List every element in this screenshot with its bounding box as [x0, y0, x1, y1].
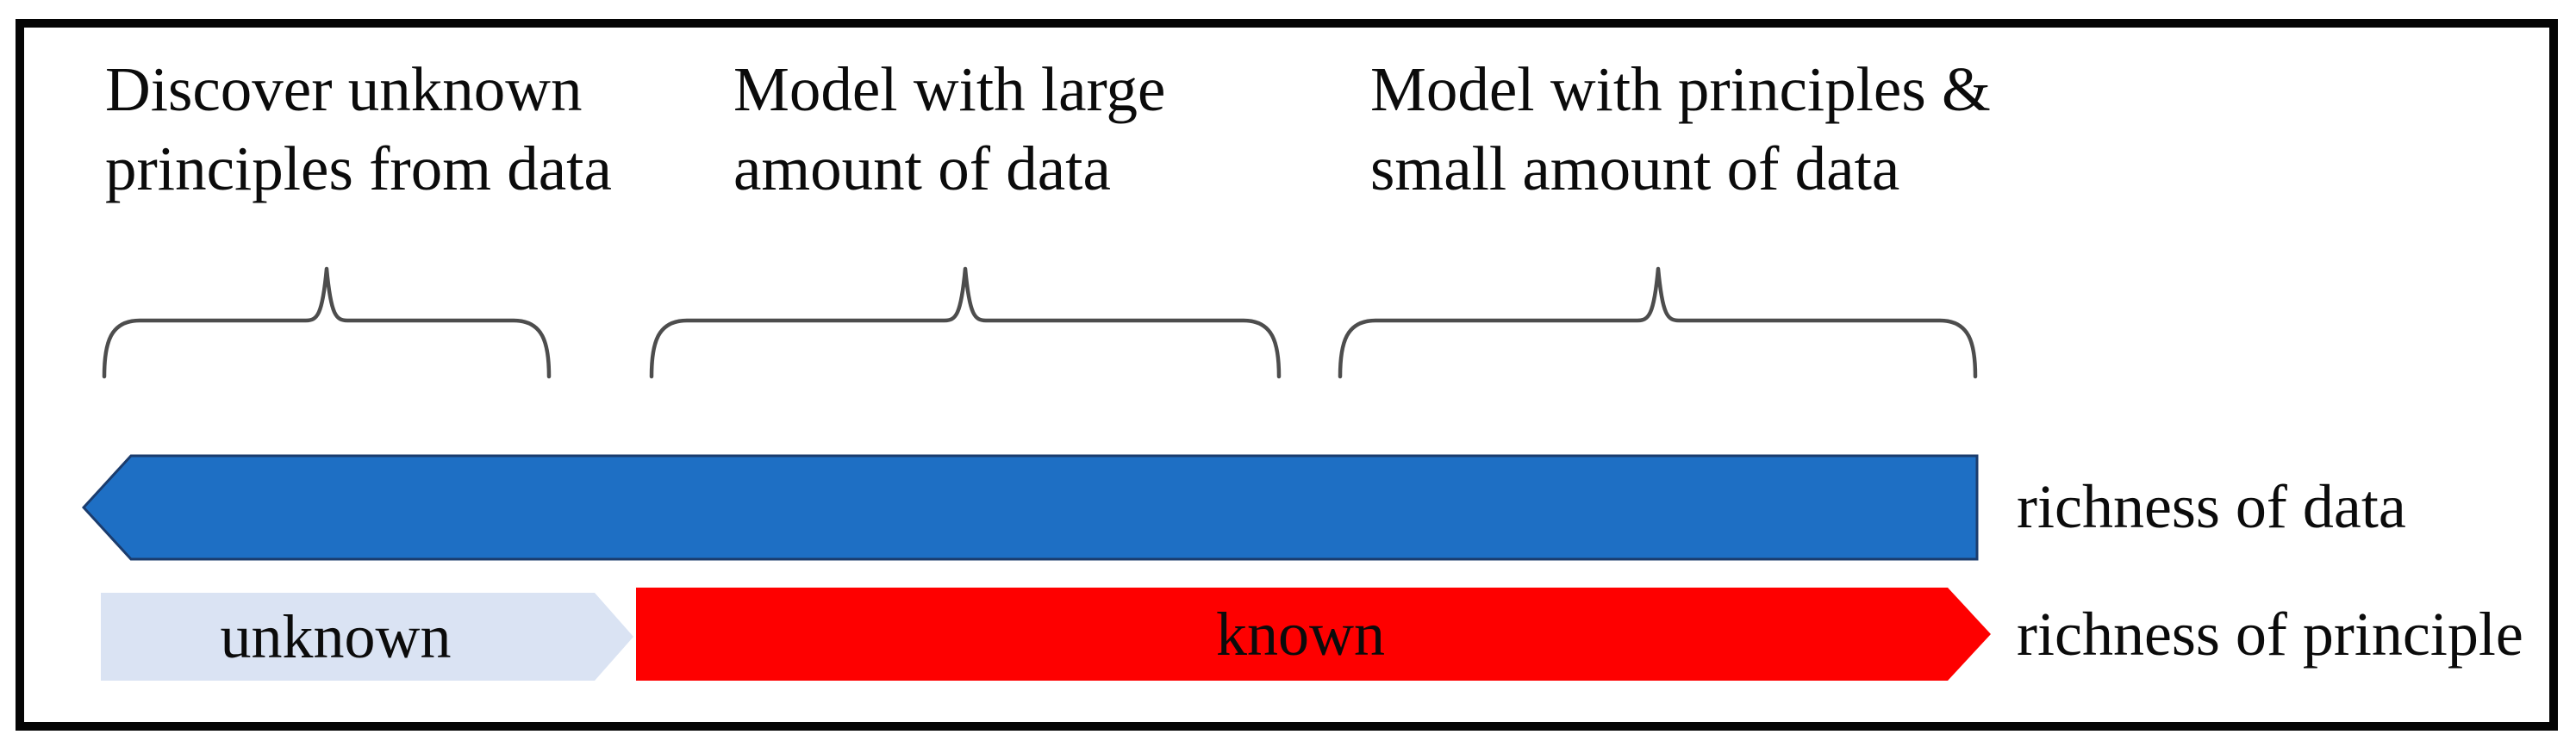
label-discover-unknown-principles: Discover unknown principles from data — [105, 54, 612, 203]
unknown-chevron-shape — [101, 593, 633, 681]
left-arrow-shape — [82, 454, 1979, 561]
known-label: known — [1216, 599, 1385, 669]
richness-of-principle-label: richness of principle — [2017, 600, 2523, 669]
richness-of-data-label: richness of data — [2017, 472, 2406, 541]
unknown-label: unknown — [220, 601, 452, 671]
brace-discover-region — [102, 266, 552, 379]
known-segment — [636, 588, 1991, 681]
unknown-segment — [101, 593, 633, 681]
figure-border-frame — [16, 19, 2558, 731]
richness-of-data-arrow — [82, 454, 1979, 561]
label-model-large-data: Model with large amount of data — [733, 54, 1166, 203]
brace-model-principles-region — [1338, 266, 1978, 379]
right-arrow-shape — [636, 588, 1991, 681]
label-model-principles-small-data: Model with principles & small amount of … — [1370, 54, 1991, 203]
brace-model-large-region — [649, 266, 1282, 379]
